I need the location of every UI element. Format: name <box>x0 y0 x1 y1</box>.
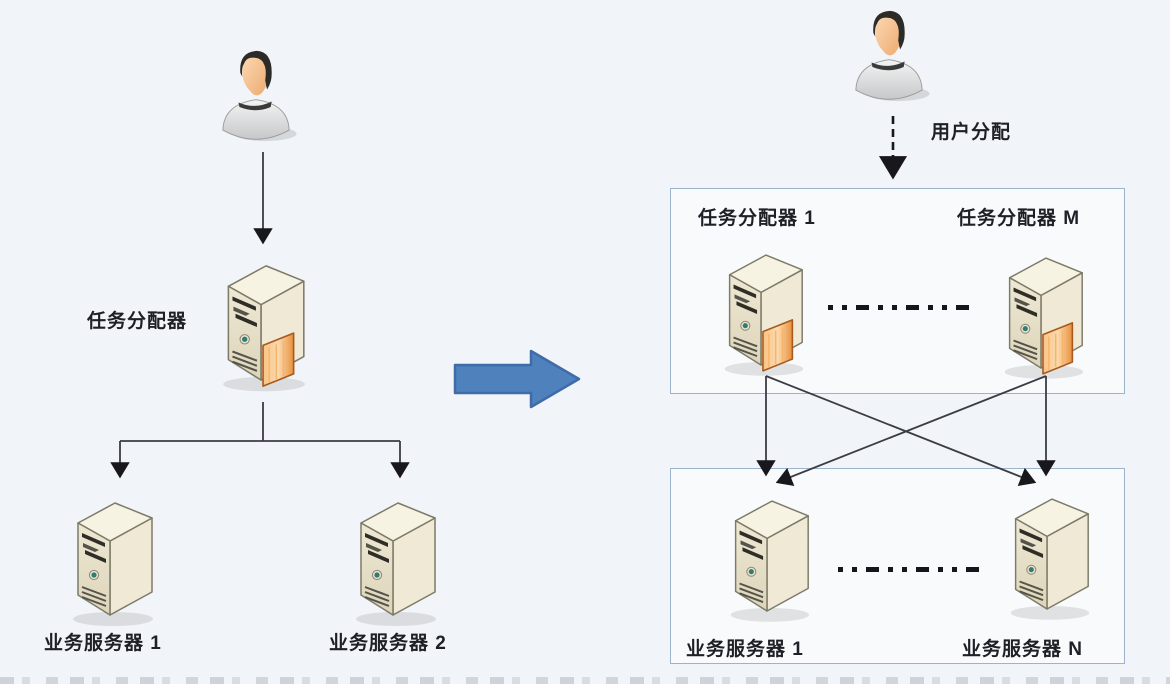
business-server-icon <box>58 494 162 628</box>
dispatcher-server-icon <box>208 252 314 398</box>
dispatcher-last-label: 任务分配器 M <box>957 208 1081 229</box>
business-server-icon <box>341 494 445 628</box>
server-first-label: 业务服务器 1 <box>686 639 804 660</box>
dispatcher-first-label: 任务分配器 1 <box>698 208 816 229</box>
cropped-text-strip <box>0 677 1170 684</box>
ellipsis-dots <box>838 567 980 572</box>
tree-connector <box>120 402 400 442</box>
user-icon <box>222 50 297 142</box>
user-allocation-label: 用户分配 <box>931 122 1012 143</box>
right-block-arrow-icon <box>453 349 581 409</box>
server1-label: 业务服务器 1 <box>44 633 162 654</box>
user-icon <box>855 10 930 102</box>
ellipsis-dots <box>828 305 970 310</box>
dispatcher-label: 任务分配器 <box>87 311 188 332</box>
server2-label: 业务服务器 2 <box>329 633 447 654</box>
server-last-label: 业务服务器 N <box>962 639 1084 660</box>
